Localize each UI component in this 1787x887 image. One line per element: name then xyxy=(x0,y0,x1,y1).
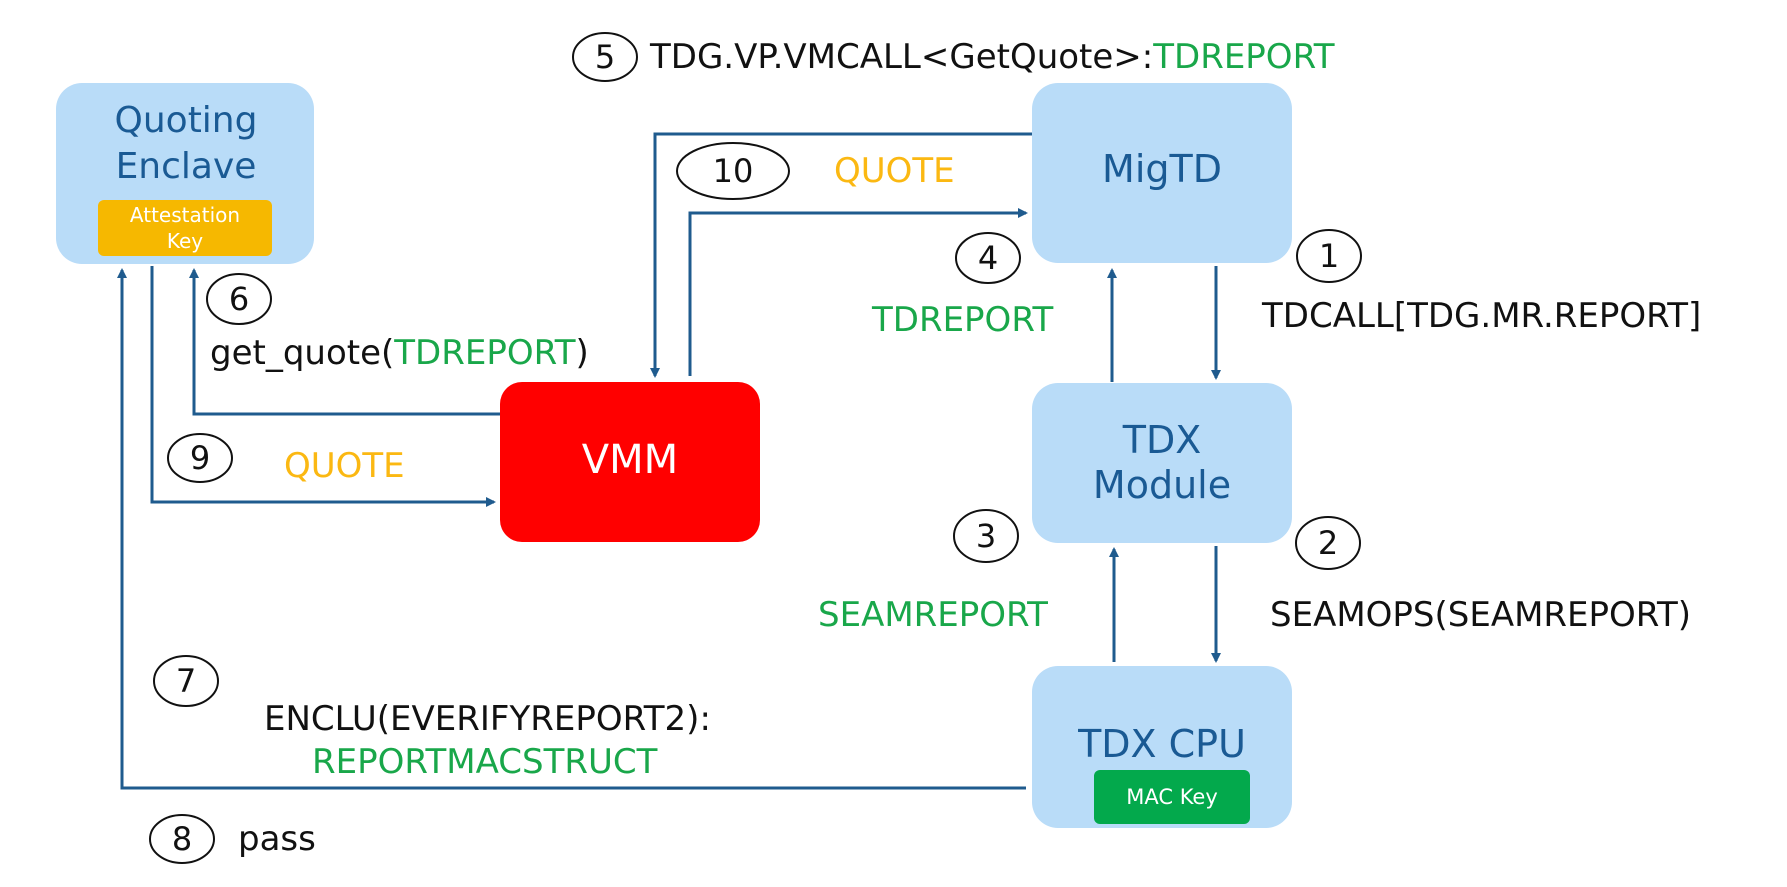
step-10-number: 10 xyxy=(713,152,754,190)
step-6-label: get_quote(TDREPORT) xyxy=(210,333,589,373)
step-4-label: TDREPORT xyxy=(871,300,1053,340)
step-3-label: SEAMREPORT xyxy=(818,595,1048,635)
attestation-key-label-line1: Attestation xyxy=(130,203,240,227)
tdx-module-label-line1: TDX xyxy=(1122,418,1202,462)
attestation-key-badge: Attestation Key xyxy=(98,200,272,256)
step-5-label-tdreport: TDREPORT xyxy=(1152,37,1334,77)
migtd-node: MigTD xyxy=(1032,83,1292,263)
step-7-label-line2: REPORTMACSTRUCT xyxy=(312,742,658,782)
step-9-number: 9 xyxy=(190,439,210,477)
step-10-circle xyxy=(676,142,790,200)
step-6-label-tdreport: TDREPORT xyxy=(393,333,575,373)
step-8-label: pass xyxy=(238,819,316,859)
step-5-number: 5 xyxy=(595,38,615,76)
quoting-enclave-label-line1: Quoting xyxy=(115,100,258,141)
tdx-module-node: TDX Module xyxy=(1032,383,1292,543)
step-4-circle xyxy=(955,232,1021,284)
step-1-label: TDCALL[TDG.MR.REPORT] xyxy=(1261,296,1701,336)
vmm-label: VMM xyxy=(582,437,678,483)
arrow-vmm-to-quoting-enclave xyxy=(189,268,500,416)
step-6-label-call: get_quote( xyxy=(210,333,394,373)
step-1-circle xyxy=(1296,229,1362,283)
tdx-module-label-line2: Module xyxy=(1093,463,1231,507)
step-3-number: 3 xyxy=(976,517,996,555)
step-6-number: 6 xyxy=(229,280,249,318)
step-9-label: QUOTE xyxy=(284,446,405,486)
step-2-circle xyxy=(1295,516,1361,570)
step-6-label-close: ) xyxy=(576,333,589,373)
tdx-cpu-label: TDX CPU xyxy=(1077,722,1246,766)
step-7-circle xyxy=(153,655,219,707)
step-9-circle xyxy=(167,433,233,483)
arrow-everifyreport-path xyxy=(117,268,1026,790)
mac-key-badge: MAC Key xyxy=(1094,770,1250,824)
step-2-label: SEAMOPS(SEAMREPORT) xyxy=(1270,595,1691,635)
arrow-vmm-to-migtd xyxy=(688,208,1028,376)
arrow-migtd-to-vmm xyxy=(650,132,1032,378)
quoting-enclave-label-line2: Enclave xyxy=(116,146,257,187)
step-5-circle xyxy=(572,32,638,82)
step-7-number: 7 xyxy=(176,662,196,700)
step-5-label-call: TDG.VP.VMCALL<GetQuote>: xyxy=(649,37,1153,77)
step-8-circle xyxy=(149,814,215,864)
tdx-cpu-node: TDX CPU MAC Key xyxy=(1032,666,1292,828)
step-3-circle xyxy=(953,509,1019,563)
migtd-label: MigTD xyxy=(1102,147,1222,191)
step-7-label-line1: ENCLU(EVERIFYREPORT2): xyxy=(264,699,711,739)
step-4-number: 4 xyxy=(978,239,998,277)
mac-key-label: MAC Key xyxy=(1126,785,1218,809)
attestation-key-label-line2: Key xyxy=(167,229,203,253)
step-2-number: 2 xyxy=(1318,524,1338,562)
arrow-quoting-enclave-to-vmm xyxy=(150,266,496,507)
step-5-label: TDG.VP.VMCALL<GetQuote>:TDREPORT xyxy=(649,37,1335,77)
vmm-node: VMM xyxy=(500,382,760,542)
step-1-number: 1 xyxy=(1319,237,1339,275)
quoting-enclave-node: Quoting Enclave Attestation Key xyxy=(56,83,314,264)
step-10-label: QUOTE xyxy=(834,151,955,191)
step-8-number: 8 xyxy=(172,820,192,858)
step-6-circle xyxy=(206,273,272,325)
